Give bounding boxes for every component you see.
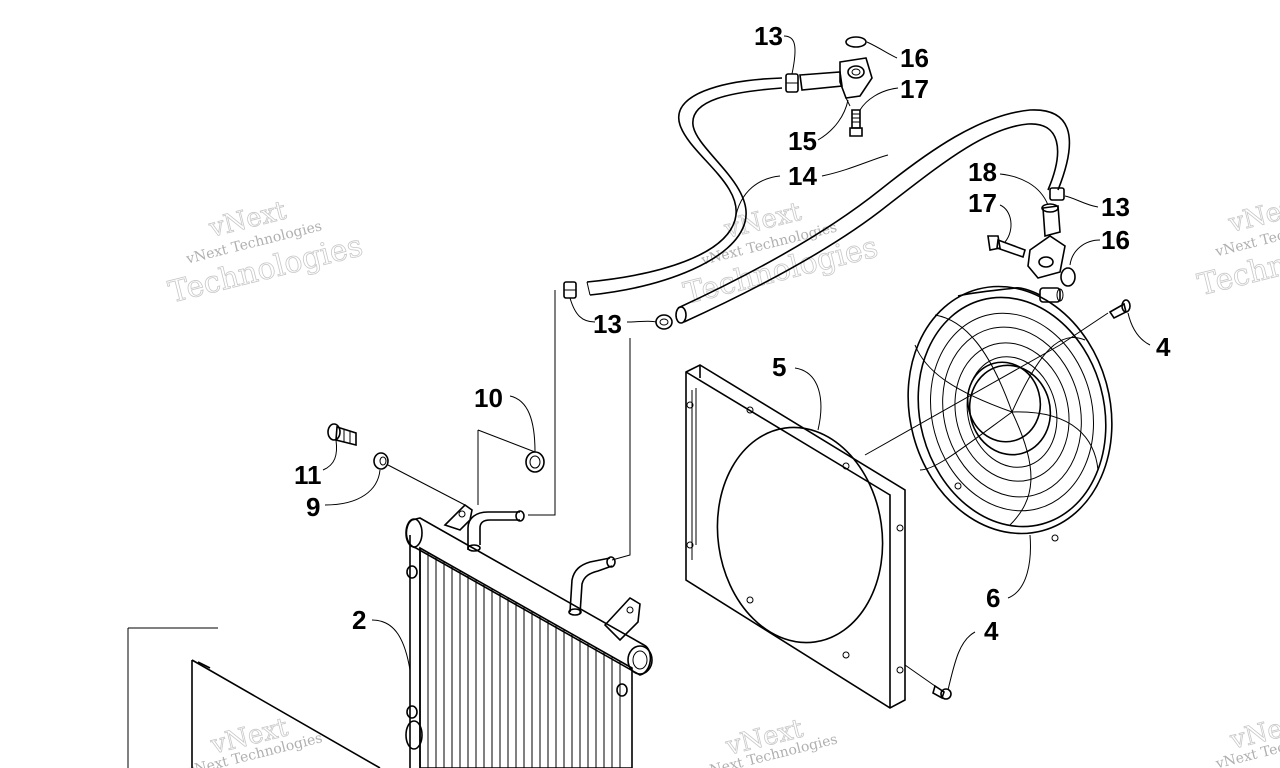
hose-clamp-mid-left	[563, 281, 577, 299]
watermark-left-lower: vNext vNext Technologies	[184, 712, 324, 768]
callout-13-mid: 13	[593, 309, 622, 339]
callout-labels: 13 16 17 15 14 18 17 13 16 13 4 5 10 11 …	[294, 21, 1171, 646]
callout-10: 10	[474, 383, 503, 413]
bolt-right	[987, 235, 1026, 259]
callout-17-top: 17	[900, 74, 929, 104]
fan-connector-wire	[957, 287, 1064, 303]
radiator-guard-plate	[127, 627, 381, 768]
o-ring-right	[1060, 267, 1076, 287]
screw-shroud-bottom	[932, 684, 952, 700]
watermark-center-lower: vNext vNext Technologies	[699, 713, 839, 768]
callout-13-right: 13	[1101, 192, 1130, 222]
fan-motor-hub	[966, 361, 1052, 456]
coolant-fitting-right	[1027, 203, 1066, 279]
callout-11: 11	[294, 460, 322, 490]
thermostat-fitting-top	[799, 57, 873, 107]
callout-13-top: 13	[754, 21, 783, 51]
radiator	[405, 503, 653, 768]
callout-17-right: 17	[968, 188, 997, 218]
o-ring-top	[845, 36, 867, 48]
mounting-bolt	[327, 423, 357, 447]
callout-9: 9	[306, 492, 320, 522]
callout-18: 18	[968, 157, 997, 187]
callout-4-fan: 4	[1156, 332, 1171, 362]
callout-14: 14	[788, 161, 817, 191]
callout-leaders	[322, 35, 1151, 691]
radiator-fins	[427, 553, 621, 768]
callout-6: 6	[986, 583, 1000, 613]
hose-clamp-mid-right	[655, 314, 673, 330]
watermark-center-upper: vNext vNext Technologies Technologies	[680, 196, 882, 312]
cooling-fan-assembly	[907, 285, 1113, 542]
callout-4-shroud: 4	[984, 616, 999, 646]
callout-16-right: 16	[1101, 225, 1130, 255]
callout-2: 2	[352, 605, 366, 635]
washer	[373, 452, 389, 470]
hose-clamp-right	[1049, 187, 1065, 201]
callout-5: 5	[772, 352, 786, 382]
fan-shroud	[685, 364, 906, 709]
callout-16-top: 16	[900, 43, 929, 73]
grommet	[525, 451, 545, 473]
bolt-top	[849, 109, 863, 137]
watermark-right-upper: vNext vNext Technologies Technologies	[1194, 190, 1280, 303]
watermark-left-upper: vNext vNext Technologies Technologies	[165, 195, 367, 311]
screw-fan-top	[1108, 299, 1131, 320]
lower-hose	[675, 109, 1071, 324]
assembly-lines	[387, 290, 1109, 687]
hose-clamp-top	[785, 73, 799, 93]
fan-blades	[914, 314, 1099, 526]
watermark-right-lower: vNext vNext Technologies	[1213, 707, 1280, 768]
upper-hose	[586, 77, 783, 296]
fan-grille-rings	[930, 312, 1094, 512]
callout-15: 15	[788, 126, 817, 156]
